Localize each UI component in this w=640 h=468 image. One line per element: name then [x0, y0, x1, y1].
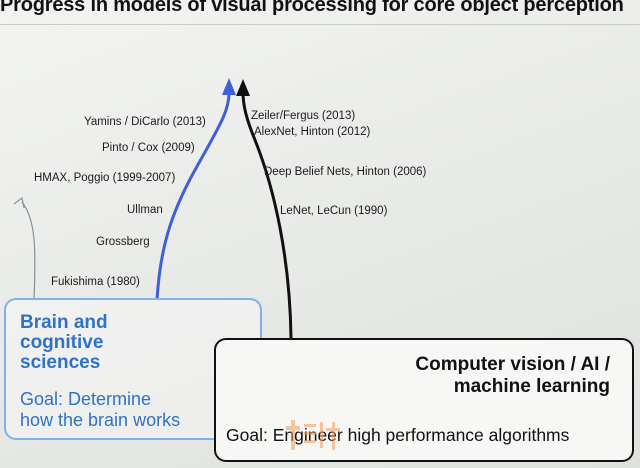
computer-vision-title: Computer vision / AI / machine learning: [415, 354, 610, 397]
cv-track-arrow: [241, 91, 293, 339]
brain-sciences-title: Brain and cognitive sciences: [20, 312, 108, 373]
cv-track-arrowhead: [236, 79, 250, 96]
left-label-fukishima: Fukishima (1980): [51, 276, 140, 288]
right-label-zeiler: Zeiler/Fergus (2013): [251, 110, 356, 122]
brain-track-arrowhead: [222, 78, 236, 95]
left-label-ullman: Ullman: [127, 204, 163, 216]
return-arrowhead: [13, 196, 25, 209]
left-label-hmax: HMAX, Poggio (1999-2007): [34, 172, 176, 184]
title-divider: [0, 24, 640, 25]
computer-vision-goal: Goal: Engineer high performance algorith…: [226, 425, 570, 445]
computer-vision-box: [214, 338, 634, 462]
return-arrow: [21, 201, 36, 301]
brain-track-arrow: [155, 89, 231, 301]
left-label-grossberg: Grossberg: [96, 236, 150, 248]
left-label-yamins: Yamins / DiCarlo (2013): [84, 116, 206, 128]
slide-title: Progress in models of visual processing …: [0, 0, 624, 16]
right-label-lenet: LeNet, LeCun (1990): [280, 205, 388, 217]
watermark-logo-icon: [286, 420, 340, 450]
right-label-alexnet: AlexNet, Hinton (2012): [254, 126, 371, 138]
brain-sciences-goal: Goal: Determine how the brain works: [20, 389, 181, 430]
right-label-dbn: Deep Belief Nets, Hinton (2006): [264, 166, 427, 178]
left-label-pinto: Pinto / Cox (2009): [102, 142, 195, 154]
